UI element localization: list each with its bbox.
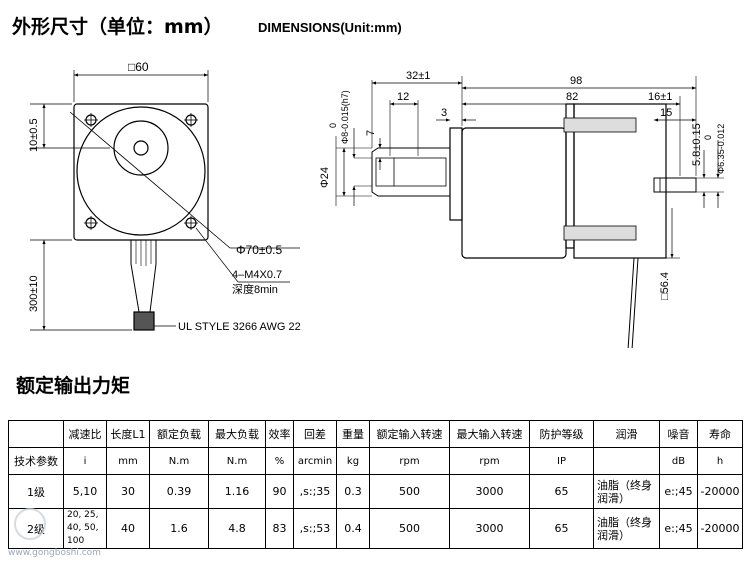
unit-cell: kg xyxy=(336,447,370,475)
header-cell: 额定输入转速 xyxy=(369,420,450,448)
header-cell: 重量 xyxy=(336,420,370,448)
header-cell: 回差 xyxy=(293,420,337,448)
watermark-seal-icon xyxy=(14,508,46,540)
dim-82-label: 82 xyxy=(566,91,578,103)
ip-cell: 65 xyxy=(529,508,594,549)
header-cell: 噪音 xyxy=(659,420,698,448)
dim-5-8-label: 5.8±0.15 xyxy=(691,123,703,166)
efficiency-cell: 83 xyxy=(265,508,294,549)
life-cell: -20000 xyxy=(697,508,743,549)
max-load-cell: 1.16 xyxy=(208,474,266,509)
table-row: 2级 20, 25, 40, 50, 100 40 1.6 4.8 83 ,s:… xyxy=(8,508,743,549)
header-cell: 防护等级 xyxy=(529,420,594,448)
noise-cell: e:;45 xyxy=(659,474,698,509)
ip-cell: 65 xyxy=(529,474,594,509)
cable-terminal xyxy=(133,311,155,331)
unit-cell: IP xyxy=(529,447,594,475)
header-cell: 额定负载 xyxy=(149,420,209,448)
gearbox-flange xyxy=(449,127,463,221)
life-cell: -20000 xyxy=(697,474,743,509)
motor-body-circle xyxy=(76,106,206,236)
dim-phi635-label: Φ6.35-0.012 xyxy=(716,124,726,174)
unit-cell: % xyxy=(265,447,294,475)
cable-spec-label: UL STYLE 3266 AWG 22 xyxy=(178,321,301,333)
unit-cell: arcmin xyxy=(293,447,337,475)
unit-cell: rpm xyxy=(449,447,530,475)
dim-16-label: 16±1 xyxy=(648,91,672,103)
rear-shaft xyxy=(653,177,697,193)
header-cell: 寿命 xyxy=(697,420,743,448)
dim-300-label: 300±10 xyxy=(28,275,40,312)
dim-phi635-top: 0 xyxy=(703,135,713,140)
lubrication-cell: 油脂（终身润滑） xyxy=(593,508,660,549)
row-label: 1级 xyxy=(8,474,64,509)
header-cell: 最大输入转速 xyxy=(449,420,530,448)
length-cell: 40 xyxy=(106,508,150,549)
header-cell: 效率 xyxy=(265,420,294,448)
lubrication-cell: 油脂（终身润滑） xyxy=(593,474,660,509)
weight-cell: 0.4 xyxy=(336,508,370,549)
rated-speed-cell: 500 xyxy=(369,508,450,549)
dim-phi8-label: Φ8-0.015(h7) xyxy=(340,90,350,144)
dim-56-label: □56.4 xyxy=(659,272,671,300)
unit-cell: N.m xyxy=(149,447,209,475)
flange-size-label: □60 xyxy=(128,60,149,74)
rated-speed-cell: 500 xyxy=(369,474,450,509)
gearbox-body xyxy=(461,127,567,259)
max-speed-cell: 3000 xyxy=(449,474,530,509)
unit-cell: mm xyxy=(106,447,150,475)
dim-12-label: 12 xyxy=(397,91,409,103)
dimensions-title-zh: 外形尺寸（单位：mm） xyxy=(12,16,223,38)
side-view xyxy=(335,76,724,348)
unit-cell: i xyxy=(63,447,107,475)
dimension-drawing: □60 10±0.5 300±10 Φ70±0.5 4–M4X0.7 深度8mi… xyxy=(28,60,726,348)
watermark-text: www.gongboshi.com xyxy=(8,548,101,558)
header-cell: 减速比 xyxy=(63,420,107,448)
lead-cable xyxy=(130,240,157,313)
corner-cell xyxy=(8,420,64,448)
dim-phi24-label: Φ24 xyxy=(319,167,331,188)
backlash-cell: ,s:;53 xyxy=(293,508,337,549)
screw-depth-label: 深度8min xyxy=(232,282,278,296)
max-load-cell: 4.8 xyxy=(208,508,266,549)
front-view xyxy=(30,70,300,331)
dim-phi70-label: Φ70±0.5 xyxy=(236,243,283,257)
section-title: 额定输出力矩 xyxy=(16,375,131,397)
ratio-cell: 5,10 xyxy=(63,474,107,509)
pilot-boss-circle xyxy=(113,120,169,176)
rated-load-cell: 1.6 xyxy=(149,508,209,549)
shaft-circle xyxy=(133,140,149,156)
spec-table: 减速比 长度L1 额定负载 最大负载 效率 回差 重量 额定输入转速 最大输入转… xyxy=(8,420,743,549)
screw-spec-label: 4–M4X0.7 xyxy=(232,269,282,281)
backlash-cell: ,s:;35 xyxy=(293,474,337,509)
dim-7-label: 7 xyxy=(365,130,377,136)
table-row: 1级 5,10 30 0.39 1.16 90 ,s:;35 0.3 500 3… xyxy=(8,474,743,509)
table-units-row: 技术参数 i mm N.m N.m % arcmin kg rpm rpm IP… xyxy=(8,447,743,475)
length-cell: 30 xyxy=(106,474,150,509)
unit-cell: N.m xyxy=(208,447,266,475)
unit-cell: rpm xyxy=(369,447,450,475)
max-speed-cell: 3000 xyxy=(449,508,530,549)
row-label: 技术参数 xyxy=(8,447,64,475)
dim-32-label: 32±1 xyxy=(406,70,430,82)
rated-load-cell: 0.39 xyxy=(149,474,209,509)
efficiency-cell: 90 xyxy=(265,474,294,509)
table-header-row: 减速比 长度L1 额定负载 最大负载 效率 回差 重量 额定输入转速 最大输入转… xyxy=(8,420,743,448)
header-cell: 润滑 xyxy=(593,420,660,448)
dim-15-label: 15 xyxy=(660,107,672,119)
unit-cell xyxy=(593,447,660,475)
dimensions-title-en: DIMENSIONS(Unit:mm) xyxy=(258,20,402,35)
weight-cell: 0.3 xyxy=(336,474,370,509)
unit-cell: dB xyxy=(659,447,698,475)
ratio-cell: 20, 25, 40, 50, 100 xyxy=(63,508,107,549)
dim-phi8-top: 0 xyxy=(328,123,338,128)
noise-cell: e:;45 xyxy=(659,508,698,549)
unit-cell: h xyxy=(697,447,743,475)
header-cell: 最大负载 xyxy=(208,420,266,448)
header-cell: 长度L1 xyxy=(106,420,150,448)
dim-3-label: 3 xyxy=(441,107,447,119)
dim-10-label: 10±0.5 xyxy=(28,118,40,152)
dim-98-label: 98 xyxy=(570,75,582,87)
